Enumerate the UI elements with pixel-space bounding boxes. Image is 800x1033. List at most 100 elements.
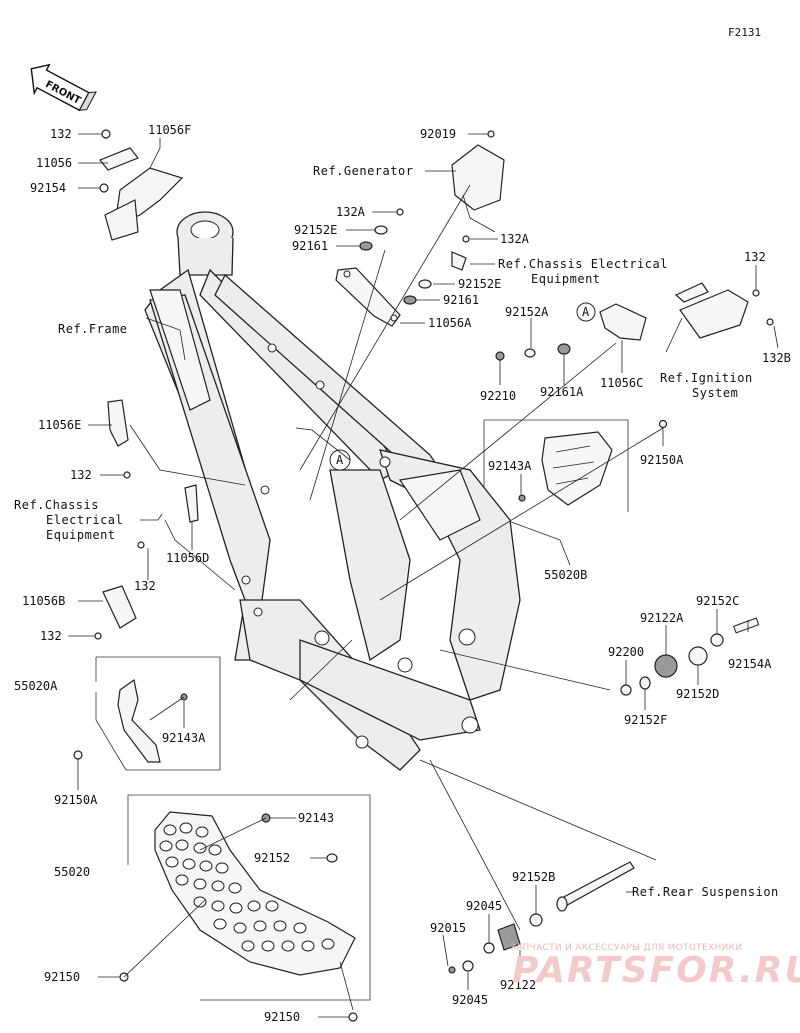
svg-text:A: A	[582, 305, 590, 319]
part-label-92161-2: 92161	[443, 293, 479, 307]
ref-generator: Ref.Generator	[313, 164, 413, 178]
ref-rear-suspension: Ref.Rear Suspension	[632, 885, 779, 899]
part-label-92019: 92019	[420, 127, 456, 141]
part-label-92150a-lower: 92150A	[54, 793, 98, 807]
part-label-92150a-upper: 92150A	[640, 453, 684, 467]
part-label-55020b: 55020B	[544, 568, 587, 582]
bushing-92122a-icon	[654, 654, 678, 678]
seal-92045-top-icon	[483, 942, 495, 954]
part-label-92143a-upper: 92143A	[488, 459, 532, 473]
ref-ignition-2: System	[692, 386, 738, 400]
part-label-92150-bottom: 92150	[264, 1010, 300, 1024]
figure-code: F2131	[728, 26, 761, 39]
part-label-11056b: 11056B	[22, 594, 65, 608]
ref-chassis-electrical-left-2: Electrical	[46, 513, 123, 527]
grommet-92143a-upper-icon	[518, 494, 526, 502]
bracket-11056f	[99, 147, 184, 241]
part-label-92152b: 92152B	[512, 870, 555, 884]
part-label-132a-2: 132A	[500, 232, 530, 246]
part-label-92200: 92200	[608, 645, 644, 659]
part-label-92150-left: 92150	[44, 970, 80, 984]
part-label-92143a-lower: 92143A	[162, 731, 206, 745]
leader-lines	[68, 133, 779, 1018]
part-label-92154a: 92154A	[728, 657, 772, 671]
part-label-92152d: 92152D	[676, 687, 719, 701]
ring-92015-icon	[448, 966, 456, 974]
collar-92152-icon	[326, 853, 338, 863]
part-label-55020: 55020	[54, 865, 90, 879]
part-label-92122: 92122	[500, 978, 536, 992]
part-label-11056: 11056	[36, 156, 72, 170]
part-label-92143: 92143	[298, 811, 334, 825]
part-label-11056f: 11056F	[148, 123, 191, 137]
part-label-132b: 132B	[762, 351, 791, 365]
generator-regulator	[451, 144, 505, 233]
part-label-132a-1: 132A	[336, 205, 366, 219]
part-label-92015: 92015	[430, 921, 466, 935]
bolt-132-top-icon	[101, 129, 111, 139]
bolt-132a-2-icon	[462, 235, 470, 243]
part-label-92152f: 92152F	[624, 713, 667, 727]
ref-chassis-electrical-top-1: Ref.Chassis Electrical	[498, 257, 668, 271]
watermark: ЗАПЧАСТИ И АКСЕССУАРЫ ДЛЯ МОТОТЕХНИКИ PA…	[510, 943, 800, 991]
front-direction-arrow-icon: FRONT	[30, 63, 97, 112]
svg-text:A: A	[336, 453, 344, 467]
grommet-92161-1-icon	[359, 241, 373, 251]
bracket-11056b-icon	[102, 585, 137, 629]
bolt-92154-icon	[99, 183, 109, 193]
nut-92210-icon	[495, 351, 505, 361]
ref-ignition-1: Ref.Ignition	[660, 371, 753, 385]
group-box-55020b	[484, 419, 629, 512]
bolt-92154a-icon	[733, 617, 760, 634]
bolt-132-right-icon	[752, 289, 760, 297]
part-label-92122a: 92122A	[640, 611, 684, 625]
bolt-92150-bottom-icon	[348, 1012, 358, 1022]
rear-suspension-shaft	[556, 861, 635, 912]
frame-guard-55020a	[117, 678, 161, 763]
part-label-11056d: 11056D	[166, 551, 209, 565]
bolt-92019-icon	[487, 130, 495, 138]
part-label-92045-bottom: 92045	[452, 993, 488, 1007]
callout-a-upper: A	[576, 302, 596, 322]
collar-92152a-icon	[524, 348, 536, 358]
part-label-92152c: 92152C	[696, 594, 739, 608]
bolt-132-d-icon	[137, 541, 145, 549]
ref-chassis-electrical-left-3: Equipment	[46, 528, 116, 542]
group-box-55020	[128, 794, 371, 1001]
bolt-132-b-icon	[94, 632, 102, 640]
part-label-92152e-2: 92152E	[458, 277, 501, 291]
bracket-11056a	[335, 267, 401, 327]
watermark-subtitle: ЗАПЧАСТИ И АКСЕССУАРЫ ДЛЯ МОТОТЕХНИКИ	[510, 943, 742, 953]
motorcycle-frame	[144, 211, 521, 771]
part-label-132-top: 132	[50, 127, 72, 141]
part-label-92161-1: 92161	[292, 239, 328, 253]
part-label-132-right: 132	[744, 250, 766, 264]
bolt-92150a-upper-icon	[658, 419, 668, 429]
bolt-92150a-lower-icon	[73, 750, 83, 760]
part-labels: 132 11056F 11056 92154 92019 132A 92152E…	[14, 123, 791, 1024]
part-label-55020a: 55020A	[14, 679, 58, 693]
seal-92045-bottom-icon	[462, 960, 474, 972]
part-label-11056e: 11056E	[38, 418, 81, 432]
part-label-92045-top: 92045	[466, 899, 502, 913]
watermark-brand: PARTSFOR.RU	[512, 950, 800, 991]
bracket-11056e-icon	[107, 399, 129, 447]
ref-frame: Ref.Frame	[58, 322, 128, 336]
part-label-92161a: 92161A	[540, 385, 584, 399]
collar-92152e-2-icon	[418, 279, 432, 289]
callout-a-lower: A	[295, 427, 351, 471]
frame-guard-55020b	[541, 431, 613, 506]
group-box-55020a	[96, 656, 221, 771]
collar-92152b-icon	[529, 913, 543, 927]
part-label-11056c: 11056C	[600, 376, 643, 390]
bolt-132a-1-icon	[396, 208, 404, 216]
collar-92152f-icon	[639, 676, 651, 690]
part-label-92152: 92152	[254, 851, 290, 865]
part-label-92210: 92210	[480, 389, 516, 403]
part-label-132-b: 132	[40, 629, 62, 643]
bolt-132-e-icon	[123, 471, 131, 479]
skid-plate-55020	[154, 811, 356, 976]
part-label-92154: 92154	[30, 181, 66, 195]
bolt-132b-icon	[766, 318, 774, 326]
